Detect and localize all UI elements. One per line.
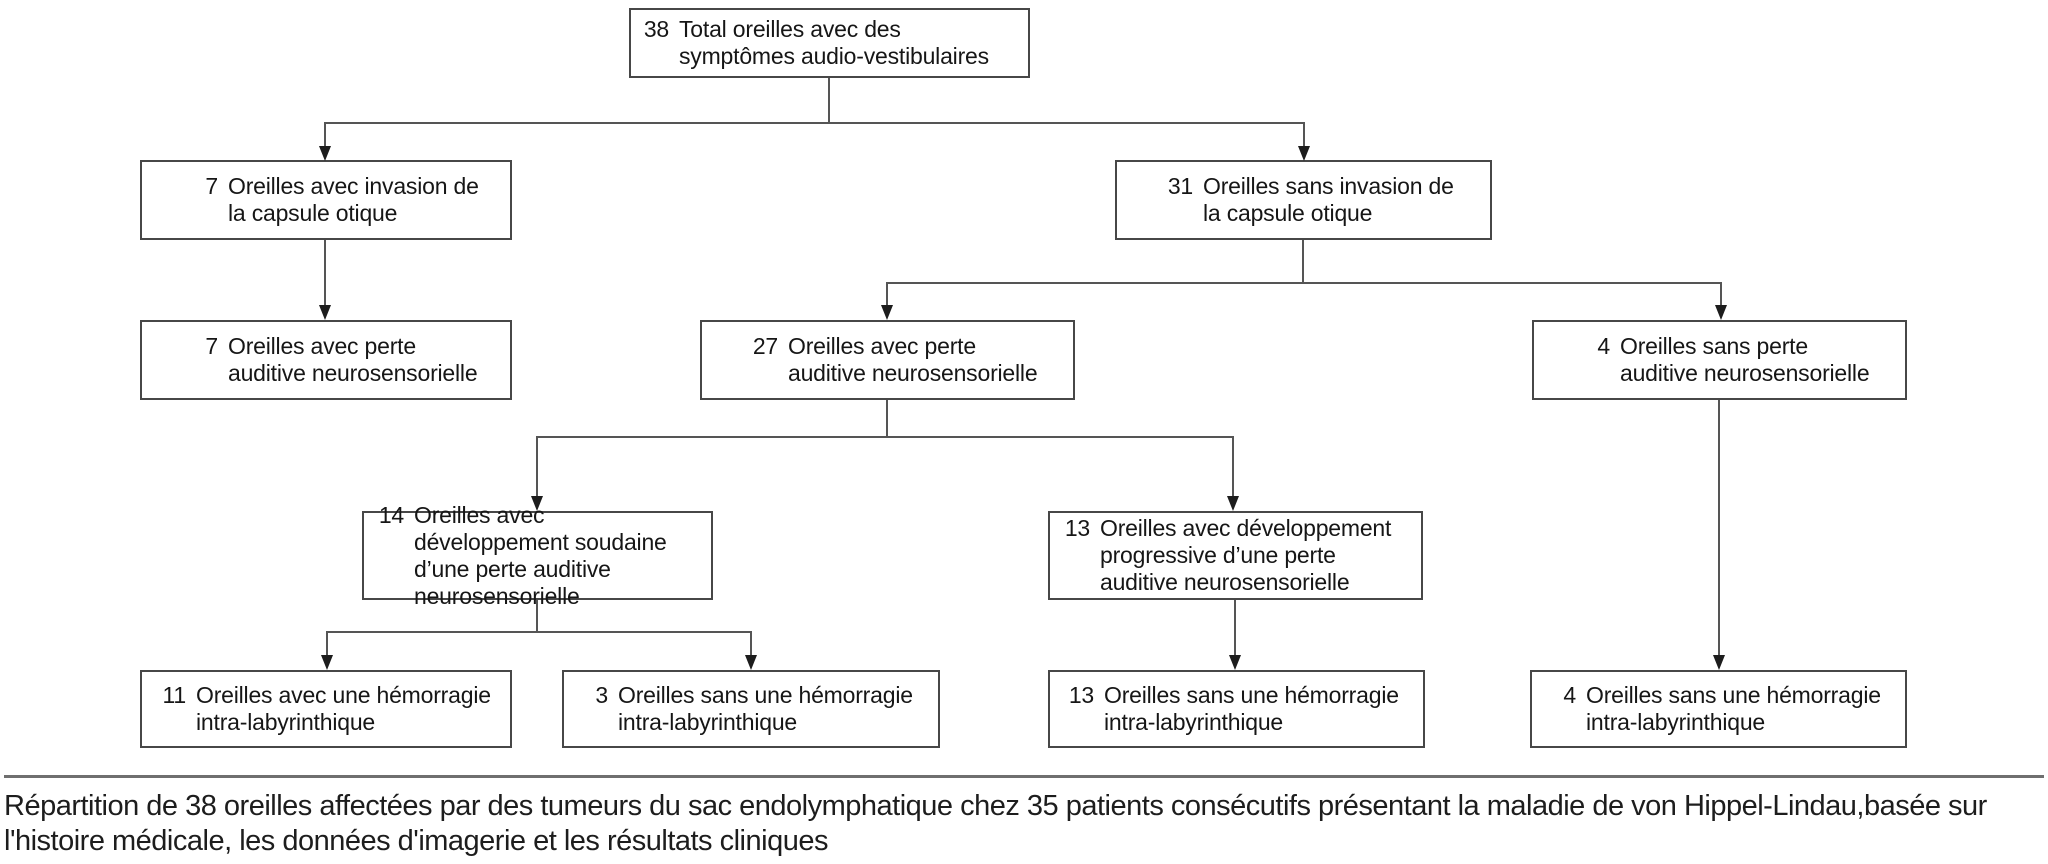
node-count: 3 <box>595 682 608 708</box>
connector-to-invasion <box>324 122 326 148</box>
node-label: Oreilles sans perte auditive neurosensor… <box>1620 333 1870 386</box>
node-label: Oreilles avec développement soudaine d’u… <box>414 501 667 609</box>
node-count: 38 <box>643 16 669 42</box>
connector-to-sudden <box>536 436 538 496</box>
connector-invasion-to-snhl <box>324 240 326 306</box>
arrowhead-down-icon <box>321 655 333 670</box>
connector-snhl27-stem <box>886 400 888 436</box>
node-content: 14 Oreilles avec développement soudaine … <box>372 502 701 610</box>
connector-sudden-branch-bar <box>326 631 752 633</box>
flow-node-no-hemorrhage-progressive: 13 Oreilles sans une hémorragie intra-la… <box>1048 670 1425 748</box>
caption-divider <box>4 775 2044 778</box>
node-label: Oreilles avec perte auditive neurosensor… <box>788 333 1038 386</box>
node-count: 27 <box>752 333 778 359</box>
flow-node-no-hemorrhage-no-snhl: 4 Oreilles sans une hémorragie intra-lab… <box>1530 670 1907 748</box>
connector-no-snhl-to-no-hemorrhage <box>1718 400 1720 655</box>
flow-node-snhl-with-invasion: 7 Oreilles avec perte auditive neurosens… <box>140 320 512 400</box>
node-content: 4 Oreilles sans une hémorragie intra-lab… <box>1546 682 1893 736</box>
flow-node-without-otic-capsule-invasion: 31 Oreilles sans invasion de la capsule … <box>1115 160 1492 240</box>
arrowhead-down-icon <box>1227 496 1239 511</box>
node-content: 31 Oreilles sans invasion de la capsule … <box>1157 173 1474 227</box>
node-content: 3 Oreilles sans une hémorragie intra-lab… <box>578 682 926 736</box>
flow-node-no-hemorrhage-sudden: 3 Oreilles sans une hémorragie intra-lab… <box>562 670 940 748</box>
arrowhead-down-icon <box>531 496 543 511</box>
node-content: 38 Total oreilles avec des symptômes aud… <box>639 16 1020 70</box>
node-content: 13 Oreilles avec développement progressi… <box>1058 515 1411 596</box>
connector-to-snhl27 <box>886 282 888 306</box>
connector-progressive-to-no-hemorrhage <box>1234 600 1236 655</box>
node-count: 4 <box>1597 333 1610 359</box>
node-count: 7 <box>205 173 218 199</box>
node-count: 7 <box>205 333 218 359</box>
node-label: Total oreilles avec des symptômes audio-… <box>679 16 989 69</box>
node-count: 31 <box>1167 173 1193 199</box>
arrowhead-down-icon <box>1715 305 1727 320</box>
node-label: Oreilles sans invasion de la capsule oti… <box>1203 173 1454 226</box>
figure-caption: Répartition de 38 oreilles affectées par… <box>4 790 1987 857</box>
connector-to-no-invasion <box>1303 122 1305 148</box>
node-label: Oreilles sans une hémorragie intra-labyr… <box>1104 682 1399 735</box>
arrowhead-down-icon <box>1713 655 1725 670</box>
connector-total-stem <box>828 78 830 122</box>
connector-no-invasion-branch-bar <box>886 282 1722 284</box>
connector-total-branch-bar <box>324 122 1305 124</box>
connector-to-no-hemorrhage-sudden <box>750 631 752 655</box>
arrowhead-down-icon <box>1229 655 1241 670</box>
node-content: 11 Oreilles avec une hémorragie intra-la… <box>156 682 498 736</box>
node-content: 13 Oreilles sans une hémorragie intra-la… <box>1064 682 1411 736</box>
flow-node-no-snhl: 4 Oreilles sans perte auditive neurosens… <box>1532 320 1907 400</box>
arrowhead-down-icon <box>745 655 757 670</box>
node-label: Oreilles avec perte auditive neurosensor… <box>228 333 478 386</box>
arrowhead-down-icon <box>1298 146 1310 161</box>
node-label: Oreilles avec développement progressive … <box>1100 515 1392 595</box>
node-label: Oreilles sans une hémorragie intra-labyr… <box>618 682 913 735</box>
arrowhead-down-icon <box>319 305 331 320</box>
node-label: Oreilles avec une hémorragie intra-labyr… <box>196 682 491 735</box>
node-count: 11 <box>162 682 187 708</box>
connector-no-invasion-stem <box>1302 240 1304 282</box>
node-content: 4 Oreilles sans perte auditive neurosens… <box>1574 333 1889 387</box>
node-content: 27 Oreilles avec perte auditive neurosen… <box>742 333 1057 387</box>
flow-node-with-intralabyrinthine-hemorrhage: 11 Oreilles avec une hémorragie intra-la… <box>140 670 512 748</box>
node-content: 7 Oreilles avec invasion de la capsule o… <box>182 173 494 227</box>
node-count: 13 <box>1068 682 1094 708</box>
node-count: 14 <box>378 501 404 528</box>
arrowhead-down-icon <box>319 146 331 161</box>
connector-to-no-snhl <box>1720 282 1722 306</box>
node-content: 7 Oreilles avec perte auditive neurosens… <box>182 333 494 387</box>
node-label: Oreilles avec invasion de la capsule oti… <box>228 173 479 226</box>
flow-node-sudden-snhl: 14 Oreilles avec développement soudaine … <box>362 502 713 609</box>
connector-to-progressive <box>1232 436 1234 496</box>
flow-node-with-otic-capsule-invasion: 7 Oreilles avec invasion de la capsule o… <box>140 160 512 240</box>
arrowhead-down-icon <box>881 305 893 320</box>
flow-node-snhl-without-invasion: 27 Oreilles avec perte auditive neurosen… <box>700 320 1075 400</box>
node-label: Oreilles sans une hémorragie intra-labyr… <box>1586 682 1881 735</box>
connector-snhl27-branch-bar <box>536 436 1234 438</box>
connector-to-hemorrhage <box>326 631 328 655</box>
connector-sudden-stem <box>536 600 538 631</box>
flow-node-total: 38 Total oreilles avec des symptômes aud… <box>629 8 1030 78</box>
flow-node-progressive-snhl: 13 Oreilles avec développement progressi… <box>1048 511 1423 600</box>
node-count: 13 <box>1064 515 1090 541</box>
node-count: 4 <box>1563 682 1576 708</box>
